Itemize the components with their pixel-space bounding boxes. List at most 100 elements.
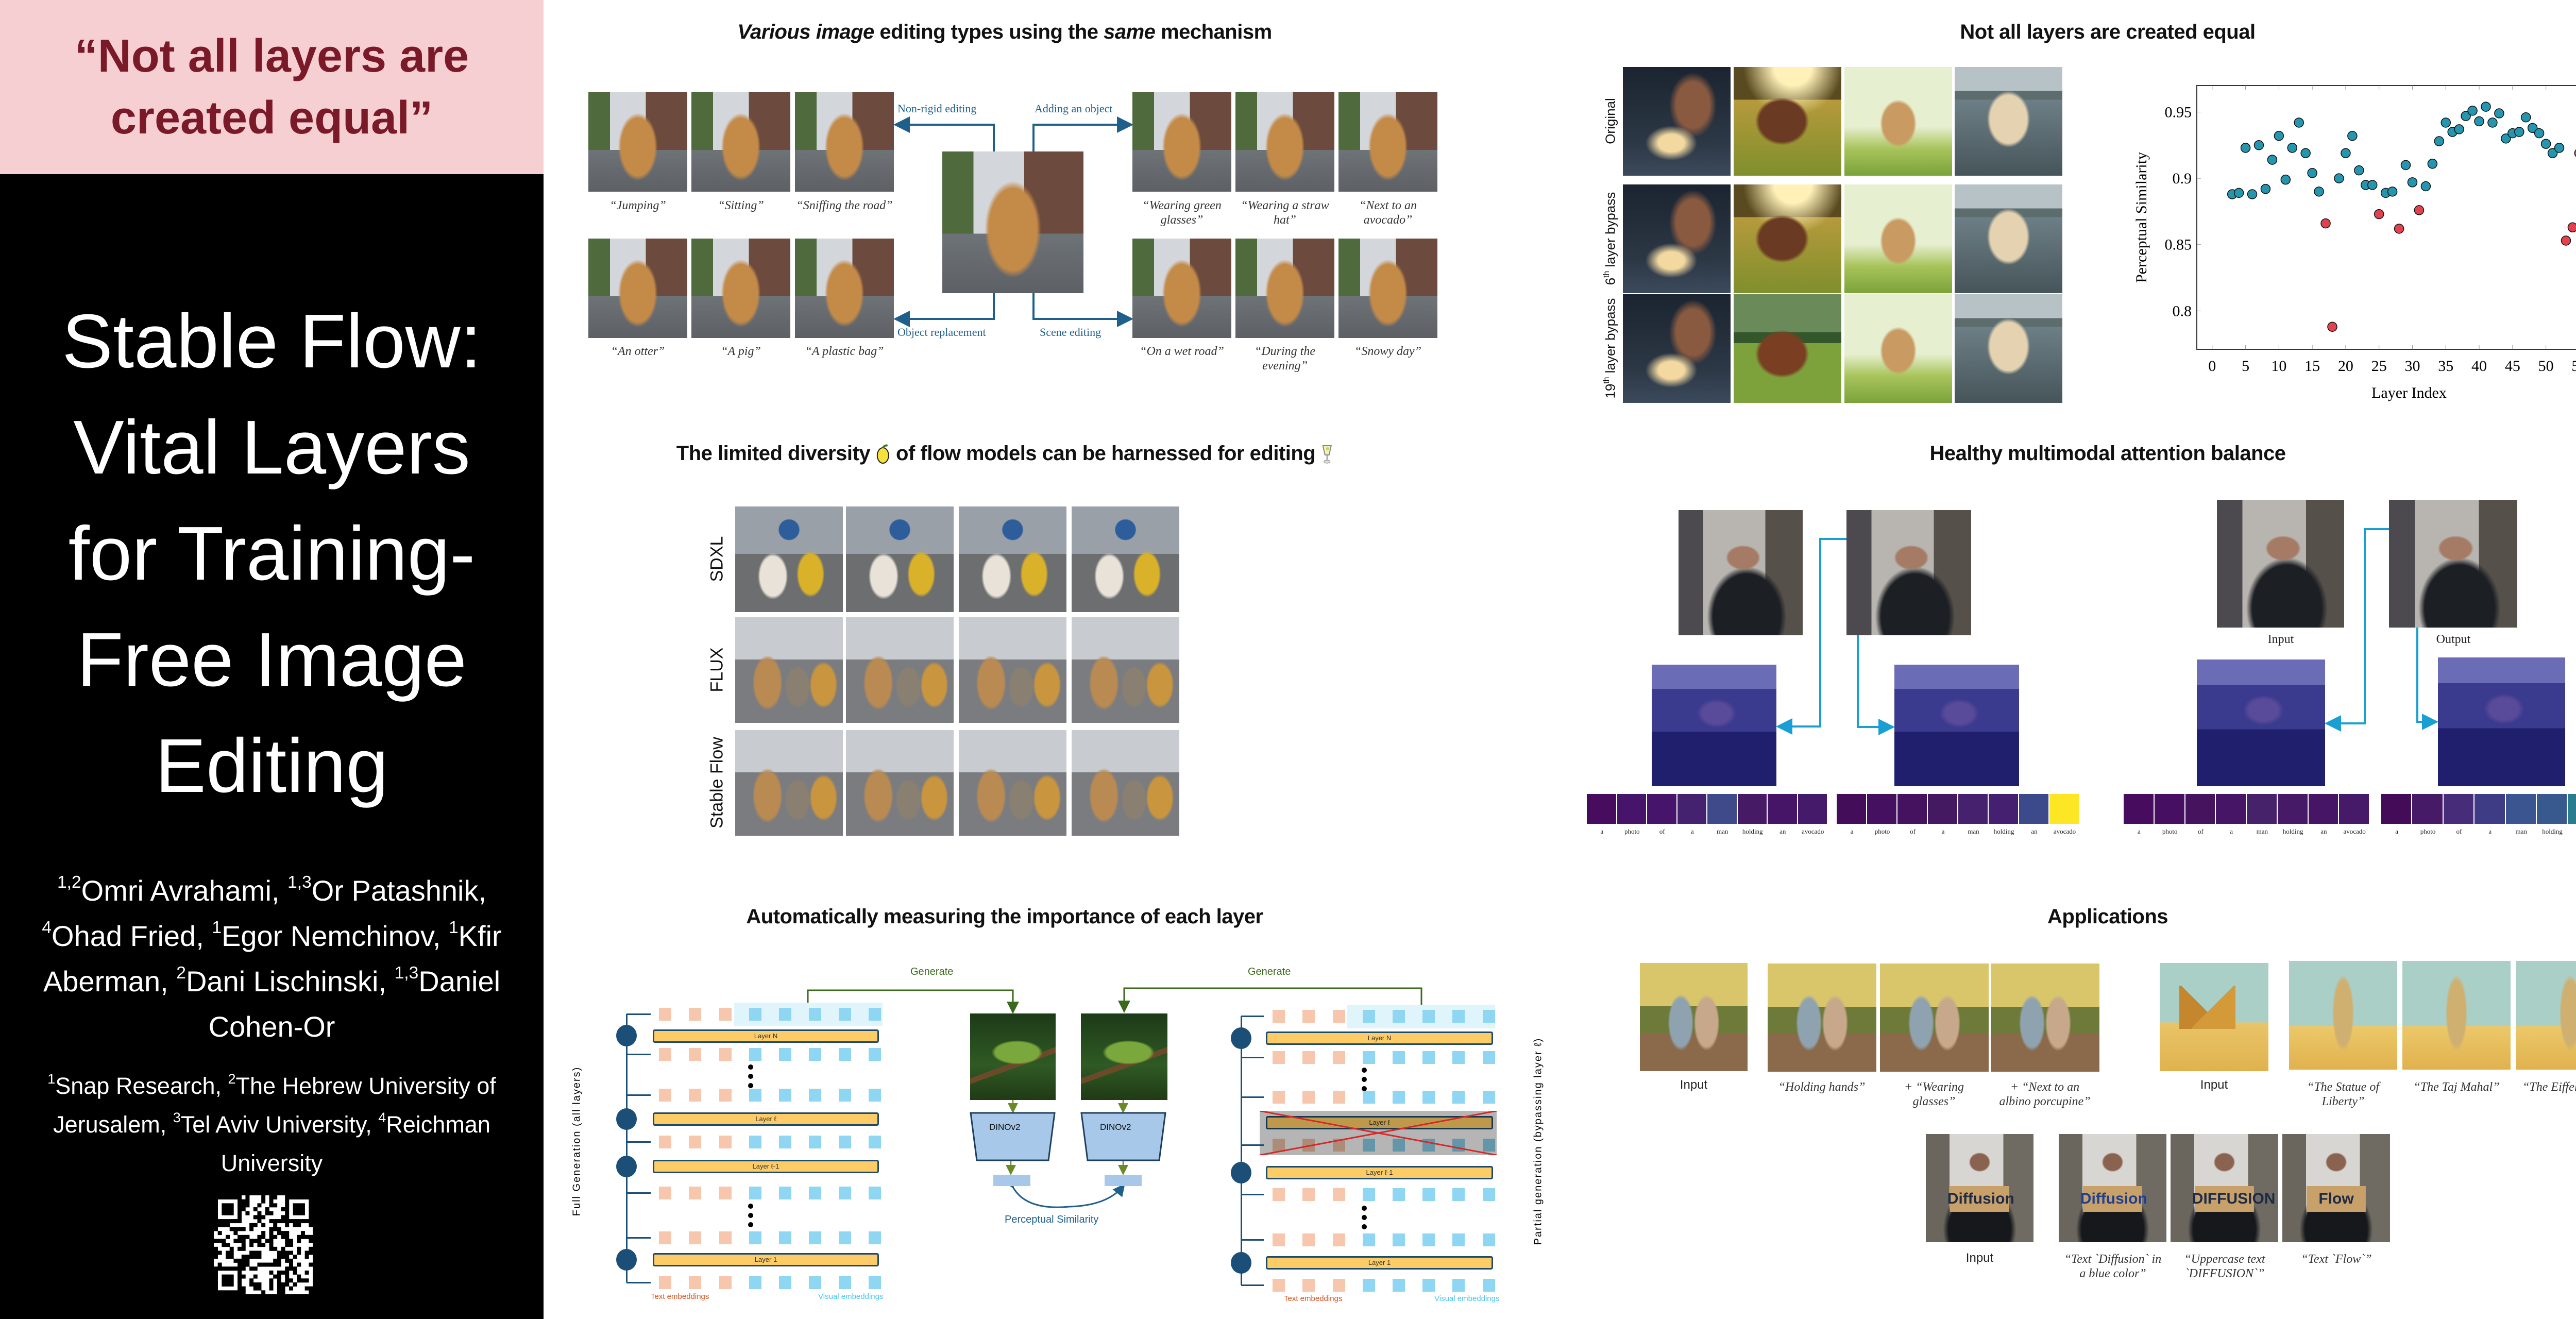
arrow-adding (1032, 116, 1133, 151)
visual-embedding (779, 1276, 791, 1289)
caption: “The Taj Mahal” (2413, 1080, 2500, 1094)
visual-embedding (749, 1276, 761, 1289)
token-label: of (1910, 827, 1916, 835)
token-label: an (2568, 827, 2576, 836)
generated-image (1955, 67, 2062, 176)
row-label: FLUX (707, 647, 727, 692)
data-point (2314, 187, 2324, 197)
data-point (2434, 136, 2445, 146)
x-tick-label: 10 (2271, 358, 2286, 375)
generated-image (1623, 184, 1731, 293)
attention-input-image (2217, 500, 2344, 628)
data-point (2347, 131, 2358, 141)
label-scene-editing: Scene editing (1040, 326, 1101, 339)
token-label: an (2320, 827, 2327, 835)
dot (1362, 1086, 1367, 1091)
visual-embedding (1422, 1010, 1435, 1023)
generated-image (735, 506, 843, 612)
residual-add-icon (1231, 1162, 1251, 1183)
caption: “Jumping” (609, 199, 666, 212)
generated-image (735, 617, 843, 723)
text-embedding (1302, 1051, 1315, 1064)
label-object-replacement: Object replacement (897, 326, 986, 339)
visual-embedding (1422, 1139, 1435, 1152)
visual-embedding (749, 1187, 761, 1199)
attention-map (2197, 660, 2325, 786)
generated-image (1955, 294, 2062, 403)
x-tick-label: 0 (2208, 358, 2216, 375)
arrow-scene (1032, 293, 1133, 327)
arrow-line (626, 1282, 651, 1283)
text-embedding (659, 1231, 671, 1244)
data-point (2574, 149, 2576, 157)
data-point (2501, 133, 2511, 144)
qr-code-icon[interactable] (214, 1195, 313, 1294)
caption: “Sitting” (718, 199, 764, 212)
caption: “Wearing green glasses” (1142, 199, 1222, 227)
text-embedding (659, 1136, 671, 1148)
generated-image (1844, 184, 1952, 293)
token-attention-cell (1897, 794, 1928, 824)
caption: “Uppercase text `DIFFUSION`” (2184, 1253, 2265, 1280)
row-label: 19th layer bypass (1602, 298, 1619, 398)
partial-generation-image (1081, 1013, 1167, 1100)
edit-result-image (1768, 963, 1876, 1072)
token-label: of (1659, 827, 1665, 835)
edit-result-image (795, 239, 894, 338)
y-tick-label: 0.95 (2165, 104, 2192, 121)
author-name: Kfir Aberman (43, 920, 502, 997)
visual-embedding (779, 1048, 791, 1061)
text-embedding (719, 1089, 732, 1102)
edit-result-image (2289, 961, 2397, 1070)
residual-add-icon (616, 1025, 637, 1046)
caption: “A pig” (721, 345, 761, 358)
token-attention-cell (1958, 794, 1989, 824)
affiliation-name: Reichman University (221, 1111, 490, 1176)
dot (748, 1083, 753, 1088)
token-attention-bar (1587, 794, 1828, 824)
visual-embedding (779, 1008, 791, 1021)
label-text-embeddings: Text embeddings (1284, 1294, 1343, 1303)
data-point (2414, 205, 2425, 215)
section-title-measuring: Automatically measuring the importance o… (746, 905, 1263, 928)
text-embedding (1333, 1091, 1345, 1104)
author: 1Egor Nemchinov, (212, 918, 449, 952)
data-point (2534, 128, 2545, 139)
token-attention-cell (1737, 794, 1768, 824)
visual-embedding (1393, 1188, 1405, 1201)
affiliation-number: 4 (378, 1109, 386, 1125)
token-label: holding (1993, 827, 2014, 835)
arrow-line (1241, 1144, 1264, 1146)
visual-embedding (779, 1089, 791, 1102)
caption: “Snowy day” (1354, 345, 1421, 358)
generated-image (1955, 184, 2062, 293)
text-embedding (1273, 1233, 1285, 1246)
edit-result-image (691, 239, 790, 338)
data-point (2260, 183, 2271, 194)
visual-embedding (749, 1136, 761, 1148)
affiliation-name: Tel Aviv University (180, 1111, 366, 1138)
sign-text: Flow (2318, 1190, 2354, 1208)
token-attention-cell (2505, 794, 2537, 824)
visual-embedding (779, 1136, 791, 1148)
data-point (2280, 174, 2291, 185)
arrow-line (626, 1192, 651, 1194)
token-label: an (1780, 827, 1786, 835)
token-attention-cell (2339, 794, 2370, 824)
y-tick-label: 0.9 (2173, 170, 2192, 187)
token-attention-cell (2247, 794, 2278, 824)
quote-banner: “Not all layers are created equal” (0, 0, 544, 174)
caption: “The Eiffel Tower” (2522, 1080, 2576, 1094)
data-point (2514, 127, 2524, 137)
visual-embedding (839, 1136, 851, 1148)
token-attention-cell (2381, 794, 2413, 824)
visual-embedding (1393, 1233, 1405, 1246)
edit-result-image (2402, 961, 2511, 1070)
token-label: holding (2282, 827, 2303, 835)
edit-result-image: Diffusion (2059, 1134, 2166, 1242)
data-point (2461, 111, 2471, 121)
text-embedding (1302, 1233, 1315, 1246)
token-attention-cell (2216, 794, 2247, 824)
dot (748, 1074, 753, 1079)
generated-image (1734, 294, 1841, 403)
